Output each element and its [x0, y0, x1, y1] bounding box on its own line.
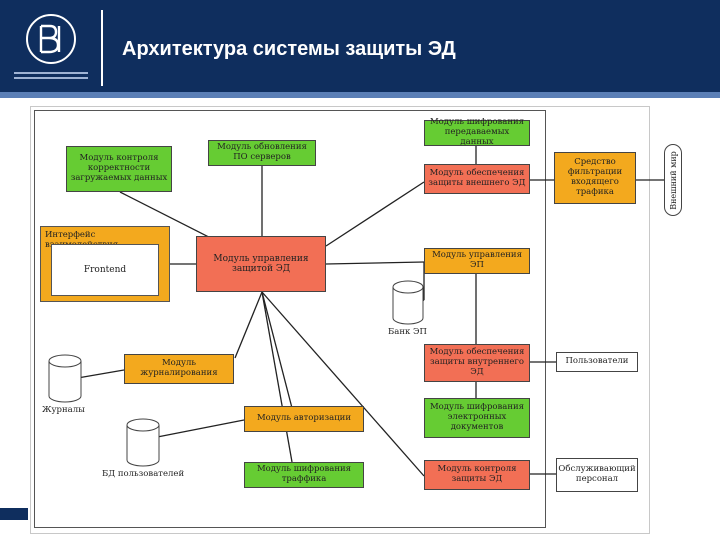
users-db-label: БД пользователей	[102, 469, 185, 479]
hse-logo-icon	[26, 14, 76, 64]
server-update-module: Модуль обновления ПО серверов	[208, 140, 316, 166]
external-protection-module: Модуль обеспечения защиты внешнего ЭД	[424, 164, 530, 194]
left-accent-bar	[0, 508, 28, 520]
logo-mark-icon	[39, 24, 61, 54]
filtering-tool: Средство фильтрации входящего трафика	[554, 152, 636, 204]
header-bar	[0, 0, 720, 96]
external-world-label: Внешний мир	[668, 150, 678, 210]
logo-wordmark	[14, 72, 88, 82]
system-boundary	[34, 110, 546, 528]
journals-label: Журналы	[42, 405, 85, 415]
ep-bank-label: Банк ЭП	[388, 327, 427, 337]
users-actor: Пользователи	[556, 352, 638, 372]
management-module: Модуль управления защитой ЭД	[196, 236, 326, 292]
authorization-module: Модуль авторизации	[244, 406, 364, 432]
header-band	[0, 92, 720, 98]
traffic-encryption-module: Модуль шифрования траффика	[244, 462, 364, 488]
doc-encryption-module: Модуль шифрования электронных документов	[424, 398, 530, 438]
transmitted-encryption-module: Модуль шифрования передаваемых данных	[424, 117, 530, 147]
page-title: Архитектура системы защиты ЭД	[122, 38, 456, 60]
frontend-block: Frontend	[51, 244, 159, 296]
internal-protection-module: Модуль обеспечения защиты внутреннего ЭД	[424, 344, 530, 382]
header-divider	[101, 10, 103, 86]
ep-bank-db-icon	[392, 280, 424, 325]
logging-module: Модуль журналирования	[124, 354, 234, 384]
journals-db-icon	[48, 354, 82, 403]
correctness-control-module: Модуль контроля корректности загружаемых…	[66, 146, 172, 192]
external-world-actor: Внешний мир	[664, 144, 682, 216]
ep-management-module: Модуль управления ЭП	[424, 248, 530, 274]
service-staff-actor: Обслуживающий персонал	[556, 458, 638, 492]
integrity-control-module: Модуль контроля защиты ЭД	[424, 460, 530, 490]
users-db-icon	[126, 418, 160, 467]
interaction-interface: Интерфейс взаимодействия Frontend	[40, 226, 170, 302]
